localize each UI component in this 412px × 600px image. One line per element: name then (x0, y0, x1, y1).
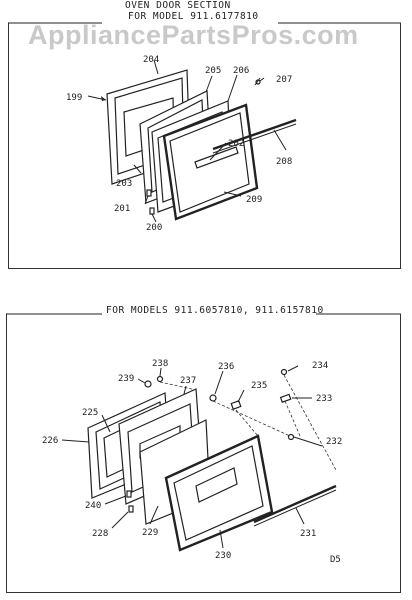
callout-233: 233 (316, 394, 332, 404)
callout-208: 208 (276, 157, 292, 167)
top-section-frame (8, 22, 401, 269)
callout-225: 225 (82, 408, 98, 418)
callout-234: 234 (312, 361, 328, 371)
callout-226: 226 (42, 436, 58, 446)
bottom-door-assembly (61, 365, 337, 552)
watermark: AppliancePartsPros.com (28, 20, 359, 50)
diagram-code: D5 (330, 555, 341, 565)
callout-236: 236 (218, 362, 234, 372)
part-208-trim-strip (212, 118, 297, 151)
callout-200: 200 (146, 223, 162, 233)
part-232-screw (287, 433, 295, 441)
callout-207: 207 (276, 75, 292, 85)
part-240-hinge (126, 490, 132, 498)
callout-205: 205 (205, 66, 221, 76)
part-202-handle (194, 146, 239, 169)
outer-door-window (195, 467, 238, 503)
callout-228: 228 (92, 529, 108, 539)
callout-201: 201 (114, 204, 130, 214)
callout-231: 231 (300, 529, 316, 539)
top-door-assembly (87, 59, 297, 223)
part-201-hinge (146, 189, 152, 197)
callout-209: 209 (246, 195, 262, 205)
callout-204: 204 (143, 55, 159, 65)
part-235-bracket (230, 400, 242, 410)
part-233-clip (279, 393, 292, 403)
callout-229: 229 (142, 528, 158, 538)
callout-203: 203 (116, 179, 132, 189)
callout-232: 232 (326, 437, 342, 447)
top-section-title-line1: OVEN DOOR SECTION (125, 0, 231, 11)
callout-239: 239 (118, 374, 134, 384)
part-234-screw (280, 368, 288, 376)
part-236-screw (209, 394, 217, 402)
top-section-title-line2: FOR MODEL 911.6177810 (128, 11, 259, 22)
bottom-section-title: FOR MODELS 911.6057810, 911.6157810 (104, 305, 326, 316)
bottom-section-frame (6, 313, 401, 593)
part-228-hinge (128, 505, 134, 513)
part-239-washer (144, 380, 152, 388)
part-231-trim-strip (253, 484, 337, 524)
callout-240: 240 (85, 501, 101, 511)
callout-206: 206 (233, 66, 249, 76)
callout-235: 235 (251, 381, 267, 391)
callout-230: 230 (215, 551, 231, 561)
part-200-hinge (149, 207, 155, 215)
callout-238: 238 (152, 359, 168, 369)
callout-237: 237 (180, 376, 196, 386)
callout-199: 199 (66, 93, 82, 103)
part-238-screw (156, 375, 164, 383)
callout-202: 202 (228, 139, 244, 149)
